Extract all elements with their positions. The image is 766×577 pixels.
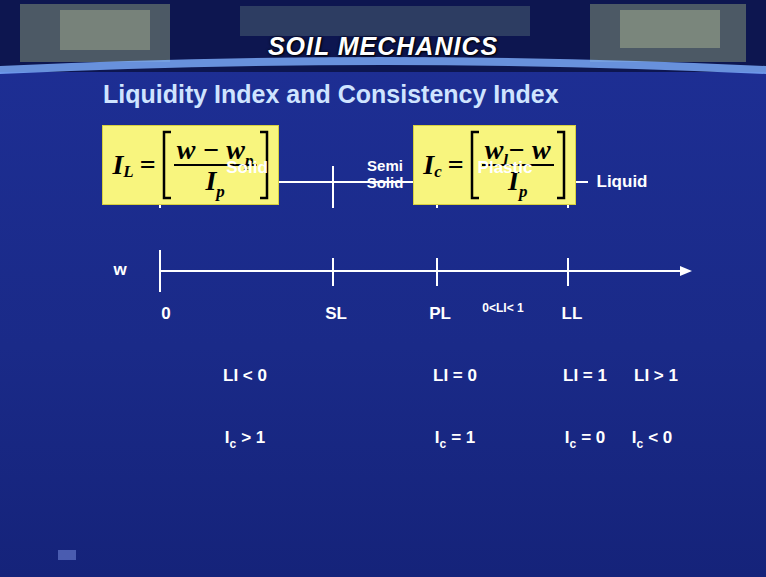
subscript: c <box>569 437 576 451</box>
limit-label: SL <box>325 304 347 324</box>
banner-photo <box>620 10 720 48</box>
state-label: Semi Solid <box>355 157 415 192</box>
formula-symbol: I <box>112 149 123 181</box>
water-content-axis <box>160 250 685 292</box>
square-bracket <box>162 130 172 200</box>
formula-subscript: p <box>519 182 528 201</box>
range-label: 0<LI< 1 <box>482 302 523 316</box>
index-text: = 1 <box>451 428 475 447</box>
index-text: < 0 <box>648 428 672 447</box>
banner-photo <box>60 10 150 50</box>
subscript: c <box>636 437 643 451</box>
index-text: I <box>435 428 440 447</box>
banner-title: SOIL MECHANICS <box>268 32 498 61</box>
index-value: Ic > 1 <box>225 428 266 448</box>
index-text: > 1 <box>241 428 265 447</box>
banner-photo <box>20 4 170 62</box>
subscript: c <box>229 437 236 451</box>
index-value: LI > 1 <box>634 366 678 386</box>
index-text: I <box>225 428 230 447</box>
formula-subscript: p <box>216 182 225 201</box>
limit-label: PL <box>429 304 451 324</box>
index-value: LI = 0 <box>433 366 477 386</box>
slide-logo <box>58 550 76 560</box>
state-label: Solid <box>226 158 268 178</box>
index-value: Ic = 1 <box>435 428 476 448</box>
limit-label: LL <box>562 304 583 324</box>
formula-subscript: c <box>434 162 442 182</box>
limit-label: 0 <box>161 304 170 324</box>
index-text: I <box>565 428 570 447</box>
denominator: Ip <box>202 166 227 195</box>
index-value: LI < 0 <box>223 366 267 386</box>
slide-title: Liquidity Index and Consistency Index <box>103 80 559 109</box>
equals-sign: = <box>140 149 156 181</box>
index-value: LI = 1 <box>563 366 607 386</box>
equals-sign: = <box>448 149 464 181</box>
banner-photo <box>240 6 530 36</box>
square-bracket <box>556 130 566 200</box>
subscript: c <box>439 437 446 451</box>
index-value: Ic = 0 <box>565 428 606 448</box>
index-text: I <box>632 428 637 447</box>
formula-subscript: L <box>123 162 133 182</box>
state-label: Liquid <box>597 172 648 192</box>
index-text: = 0 <box>581 428 605 447</box>
index-value: Ic < 0 <box>632 428 673 448</box>
banner-photo <box>590 4 746 62</box>
formula-term: I <box>205 165 216 196</box>
state-label: Plastic <box>478 158 533 178</box>
arrow-head <box>680 266 692 276</box>
formula-symbol: I <box>423 149 434 181</box>
axis-label: w <box>113 260 126 280</box>
